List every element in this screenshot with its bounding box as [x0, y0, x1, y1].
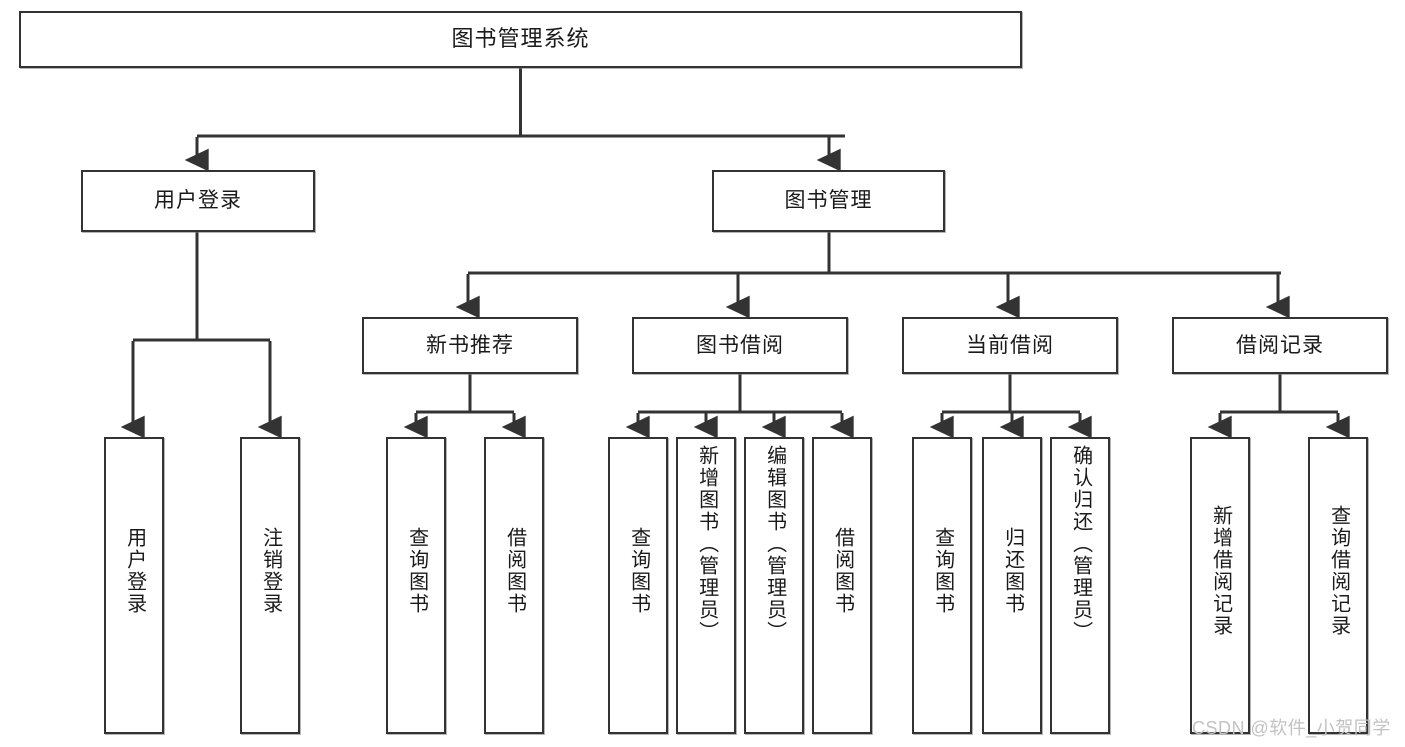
node-leaf-user-login[interactable]: 用户登录	[104, 437, 164, 734]
node-label: 图书管理系统	[451, 26, 590, 52]
node-leaf-return-book[interactable]: 归还图书	[982, 437, 1042, 734]
csdn-watermark: CSDN @软件_小贺同学	[1192, 718, 1391, 738]
node-label: 图书管理	[784, 189, 873, 213]
node-root-system[interactable]: 图书管理系统	[19, 11, 1022, 68]
node-label: 查询图书	[405, 527, 428, 615]
node-label: 归还图书	[1001, 527, 1024, 615]
node-book-manage[interactable]: 图书管理	[712, 170, 945, 232]
node-leaf-confirm-return-admin[interactable]: 确认归还（管理员）	[1050, 437, 1110, 734]
node-label: 图书借阅	[696, 333, 784, 357]
node-label: 用户登录	[154, 189, 242, 213]
node-borrow-record[interactable]: 借阅记录	[1172, 317, 1388, 374]
node-leaf-query-book-3[interactable]: 查询图书	[912, 437, 972, 734]
node-user-login[interactable]: 用户登录	[81, 170, 315, 232]
node-leaf-query-book-1[interactable]: 查询图书	[386, 437, 446, 734]
node-label: 新增图书（管理员）	[695, 445, 718, 643]
node-leaf-query-book-2[interactable]: 查询图书	[608, 437, 668, 734]
node-label: 注销登录	[259, 527, 282, 615]
node-label: 确认归还（管理员）	[1069, 445, 1092, 643]
node-label: 新增借阅记录	[1209, 505, 1232, 637]
node-leaf-query-borrow-record[interactable]: 查询借阅记录	[1308, 437, 1368, 734]
node-label: 借阅记录	[1236, 333, 1324, 357]
node-label: 当前借阅	[966, 333, 1054, 357]
node-leaf-logout-login[interactable]: 注销登录	[240, 437, 300, 734]
node-leaf-borrow-book-2[interactable]: 借阅图书	[812, 437, 872, 734]
node-book-borrow[interactable]: 图书借阅	[632, 317, 848, 374]
node-new-book-recommend[interactable]: 新书推荐	[362, 317, 578, 374]
node-current-borrow[interactable]: 当前借阅	[902, 317, 1118, 374]
node-label: 新书推荐	[426, 333, 514, 357]
node-leaf-borrow-book-1[interactable]: 借阅图书	[484, 437, 544, 734]
node-label: 编辑图书（管理员）	[763, 445, 786, 643]
node-leaf-add-borrow-record[interactable]: 新增借阅记录	[1190, 437, 1250, 734]
node-label: 查询图书	[627, 527, 650, 615]
node-label: 借阅图书	[503, 527, 526, 615]
node-label: 查询图书	[931, 527, 954, 615]
node-label: 查询借阅记录	[1327, 505, 1350, 637]
node-leaf-add-book-admin[interactable]: 新增图书（管理员）	[676, 437, 736, 734]
node-leaf-edit-book-admin[interactable]: 编辑图书（管理员）	[744, 437, 804, 734]
node-label: 借阅图书	[831, 527, 854, 615]
node-label: 用户登录	[123, 527, 146, 615]
